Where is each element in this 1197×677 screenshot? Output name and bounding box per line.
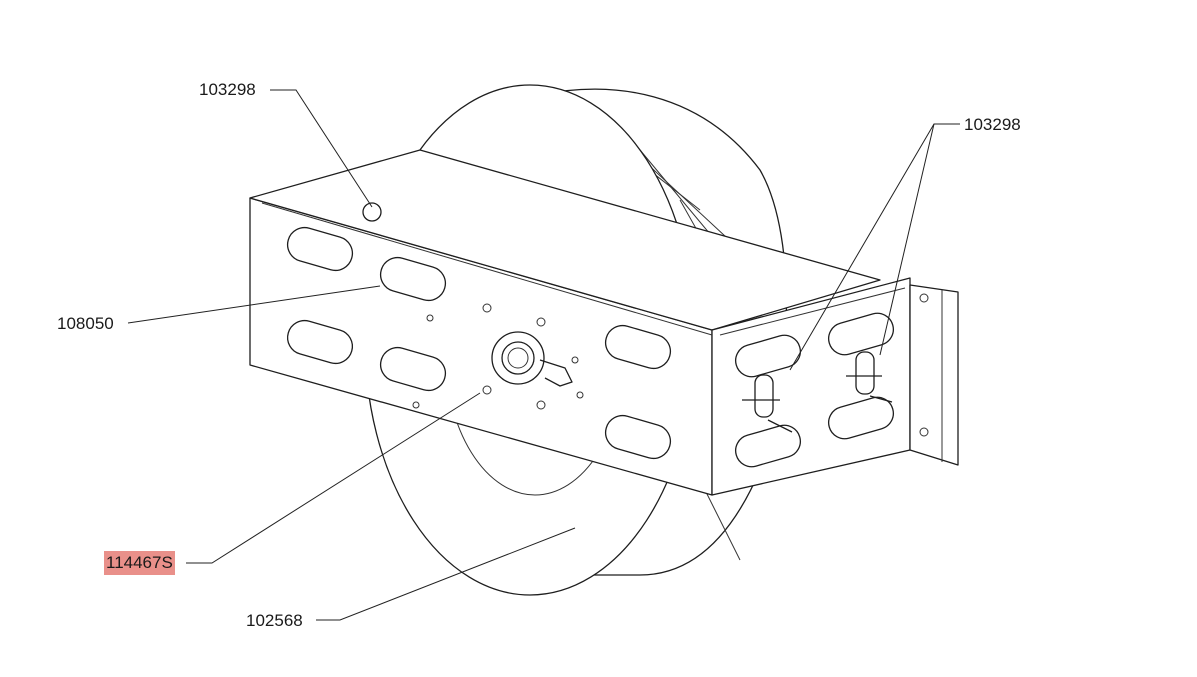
leader-lines	[127, 89, 960, 621]
part-number-label-highlighted[interactable]: 114467S	[104, 551, 175, 575]
part-number-label: 103298	[964, 115, 1021, 134]
hose-clip-left	[362, 202, 382, 222]
part-number-label: 108050	[57, 314, 114, 333]
mounting-bracket	[249, 149, 959, 496]
part-number-label: 103298	[199, 80, 256, 99]
hose-clip-right-2	[846, 351, 893, 403]
part-number-label: 102568	[246, 611, 303, 630]
hose-clip-right	[742, 374, 793, 433]
